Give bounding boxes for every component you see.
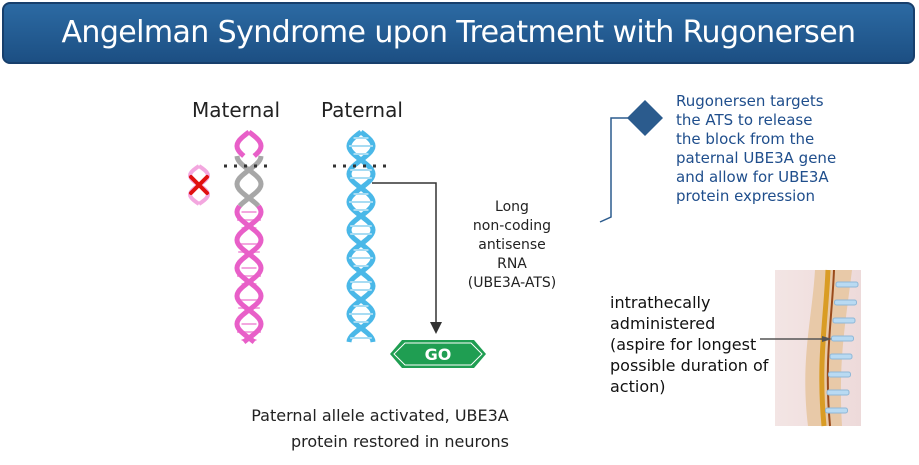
paternal-dna-strand bbox=[346, 129, 376, 343]
note-line: action) bbox=[610, 377, 666, 396]
callout-diamond-icon bbox=[627, 100, 663, 136]
callout-line: paternal UBE3A gene bbox=[676, 149, 837, 167]
result-caption: Paternal allele activated, UBE3A protein… bbox=[200, 403, 560, 455]
silenced-dna-fragment bbox=[187, 164, 211, 206]
slide-title: Angelman Syndrome upon Treatment with Ru… bbox=[2, 2, 915, 64]
go-badge: GO bbox=[390, 340, 486, 368]
rna-label-line: non-coding bbox=[472, 218, 552, 234]
paternal-label: Paternal bbox=[321, 98, 403, 122]
administration-note: intrathecally administered (aspire for l… bbox=[610, 292, 800, 397]
maternal-label: Maternal bbox=[192, 98, 281, 122]
rna-label-line: (UBE3A-ATS) bbox=[467, 275, 557, 291]
callout-line: and allow for UBE3A bbox=[676, 168, 829, 186]
callout-line: protein expression bbox=[676, 187, 815, 205]
callout-line: the ATS to release bbox=[676, 111, 813, 129]
note-line: intrathecally bbox=[610, 293, 711, 312]
caption-line: protein restored in neurons bbox=[290, 432, 510, 451]
callout-connector bbox=[599, 100, 663, 223]
rna-label-line: RNA bbox=[497, 256, 527, 272]
spine-illustration bbox=[760, 269, 861, 427]
mechanism-callout: Rugonersen targets the ATS to release th… bbox=[676, 92, 856, 206]
maternal-dna-strand bbox=[234, 129, 264, 344]
caption-line: Paternal allele activated, UBE3A bbox=[251, 406, 509, 425]
antisense-rna-label: Long non-coding antisense RNA (UBE3A-ATS… bbox=[452, 198, 572, 293]
silenced-cross-icon bbox=[189, 175, 209, 195]
rna-label-line: antisense bbox=[478, 237, 546, 253]
note-line: possible duration of bbox=[610, 356, 769, 375]
go-label: GO bbox=[425, 345, 452, 364]
rna-label-line: Long bbox=[495, 199, 529, 215]
note-line: administered bbox=[610, 314, 716, 333]
note-line: (aspire for longest bbox=[610, 335, 757, 354]
ats-arrow bbox=[372, 182, 442, 334]
callout-line: the block from the bbox=[676, 130, 815, 148]
callout-line: Rugonersen targets bbox=[676, 92, 824, 110]
